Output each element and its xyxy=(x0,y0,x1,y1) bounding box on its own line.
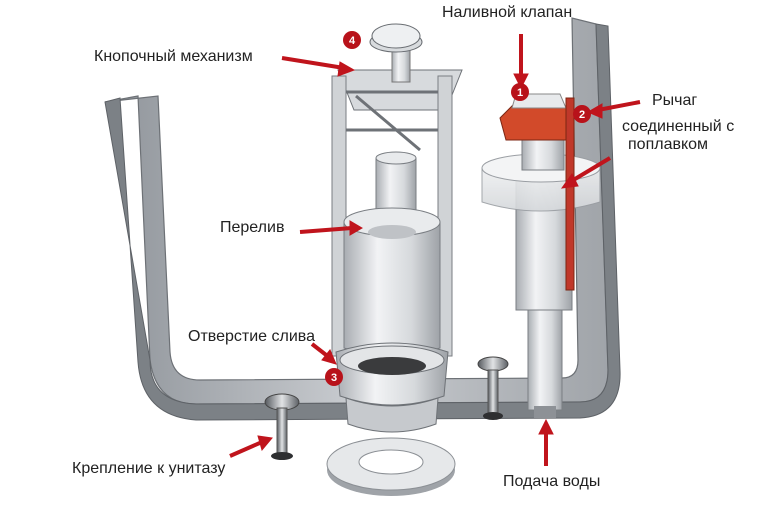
label-drain-hole: Отверстие слива xyxy=(188,328,315,345)
svg-text:4: 4 xyxy=(349,35,356,47)
mount-bolt-left xyxy=(264,393,300,460)
badge-3: 3 xyxy=(325,368,343,386)
label-lever-float-line2: поплавком xyxy=(628,136,709,153)
label-water-supply: Подача воды xyxy=(503,473,601,490)
label-lever-float-line1: соединенный с xyxy=(622,118,735,135)
tank-bracket xyxy=(104,17,621,421)
arrow-overflow xyxy=(299,226,353,234)
arrow-toilet-mount xyxy=(229,440,263,458)
label-fill-valve: Наливной клапан xyxy=(442,4,573,21)
gasket-ring xyxy=(326,437,456,496)
arrow-lever xyxy=(597,100,641,112)
badge-4: 4 xyxy=(343,31,361,49)
arrow-button-mechanism xyxy=(281,56,345,70)
label-toilet-mount: Крепление к унитазу xyxy=(72,460,226,477)
flush-mechanism xyxy=(331,23,463,433)
badge-1: 1 xyxy=(511,83,529,101)
arrow-float xyxy=(568,156,612,184)
svg-text:3: 3 xyxy=(331,372,337,384)
fill-valve xyxy=(481,93,601,418)
mount-bolt-right xyxy=(477,356,509,420)
badge-2: 2 xyxy=(573,105,591,123)
svg-text:2: 2 xyxy=(579,109,585,121)
label-overflow: Перелив xyxy=(220,219,285,236)
label-lever: Рычаг xyxy=(652,92,698,109)
pointer-arrows xyxy=(229,34,641,466)
label-button-mechanism: Кнопочный механизм xyxy=(94,48,253,65)
svg-text:1: 1 xyxy=(517,87,523,99)
